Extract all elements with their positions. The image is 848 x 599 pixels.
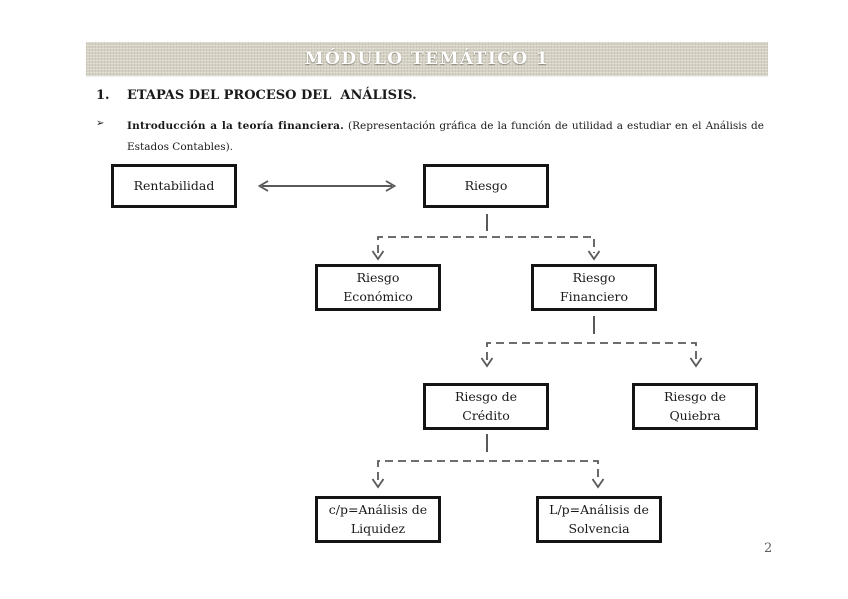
slide-title: MÓDULO TEMÁTICO 1: [304, 49, 550, 69]
branch-riesgo: [371, 236, 601, 261]
node-riesgo-de-quiebra: Riesgo de Quiebra: [632, 383, 758, 430]
node-analisis-de-liquidez: c/p=Análisis de Liquidez: [315, 496, 441, 543]
bullet-lead-text: Introducción a la teoría financiera.: [127, 120, 344, 132]
node-riesgo-economico: Riesgo Económico: [315, 264, 441, 311]
bullet-arrow-icon: ➢: [96, 118, 105, 129]
section-heading: 1. ETAPAS DEL PROCESO DEL ANÁLISIS.: [96, 88, 417, 103]
page-number: 2: [764, 541, 773, 556]
branch-riesgo-credito: [371, 460, 605, 489]
node-rentabilidad: Rentabilidad: [111, 164, 237, 208]
slide-title-bar: MÓDULO TEMÁTICO 1: [86, 42, 768, 76]
node-riesgo-financiero: Riesgo Financiero: [531, 264, 657, 311]
section-number: 1.: [96, 88, 110, 103]
bullet-item: ➢ Introducción a la teoría financiera. (…: [96, 116, 764, 158]
bullet-body-text: (Representación gráfica de la función de…: [127, 120, 764, 153]
node-riesgo-de-credito: Riesgo de Crédito: [423, 383, 549, 430]
section-heading-text: ETAPAS DEL PROCESO DEL ANÁLISIS.: [127, 88, 417, 103]
node-riesgo: Riesgo: [423, 164, 549, 208]
bullet-text: Introducción a la teoría financiera. (Re…: [127, 116, 764, 158]
node-analisis-de-solvencia: L/p=Análisis de Solvencia: [536, 496, 662, 543]
arrow-rentabilidad-riesgo: [257, 180, 397, 192]
branch-riesgo-financiero: [480, 342, 703, 368]
